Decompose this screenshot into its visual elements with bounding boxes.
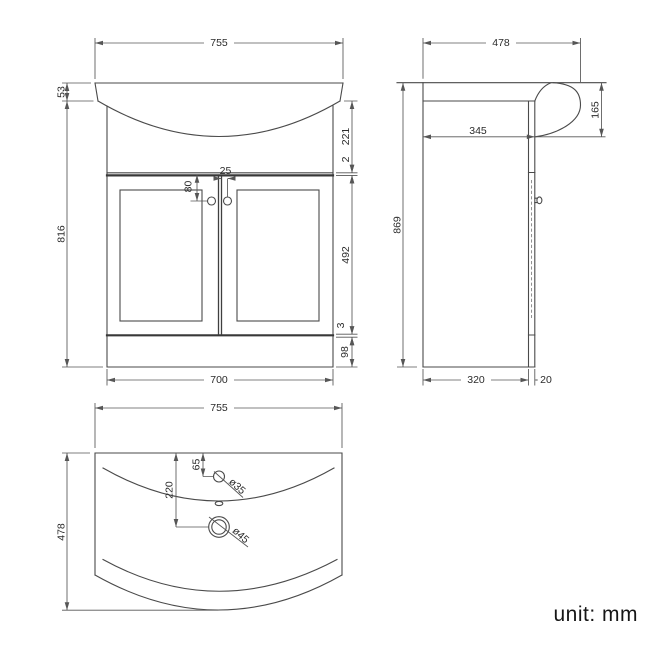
unit-label: unit: mm <box>553 603 638 626</box>
waste-hole-leader <box>208 516 249 548</box>
counter-front-curve <box>94 574 343 611</box>
basin-back-curve <box>102 467 335 502</box>
basin-lip-height-label: 53 <box>56 86 68 98</box>
cabinet-height-label: 816 <box>56 225 68 243</box>
ext-lines <box>62 403 343 611</box>
basin-section-height-label: 221 <box>340 128 352 146</box>
tap-diameter-label: ø35 <box>226 476 248 497</box>
door-height-label: 492 <box>340 246 352 264</box>
tap-hole-leader <box>213 471 244 498</box>
front-view-dimensions: 755 53 816 221 2 492 3 98 700 80 <box>56 37 358 386</box>
overflow-slot <box>214 500 224 507</box>
side-overall-depth-label: 478 <box>492 37 510 49</box>
basin-front-inner-curve <box>102 558 338 592</box>
handle-offset-label: 25 <box>220 165 232 177</box>
top-view: 755 478 65 220 ø35 ø45 <box>56 402 343 611</box>
waste-hole-inner <box>211 519 227 535</box>
top-view-dimensions: 755 478 65 220 ø35 ø45 <box>56 402 343 611</box>
plan-width-label: 755 <box>210 402 228 414</box>
carcass-width-label: 700 <box>210 374 228 386</box>
basin-rim-inner-curve <box>534 81 552 102</box>
handle-drop-label: 80 <box>183 181 195 193</box>
side-view-dimensions: 478 869 345 165 320 20 <box>392 37 606 386</box>
door-center-gap <box>217 175 223 335</box>
counter-outline <box>94 452 343 576</box>
overall-height-label: 869 <box>392 216 404 234</box>
top-view-geometry <box>94 452 343 611</box>
front-view-geometry <box>94 82 344 368</box>
door-thickness-label: 20 <box>540 374 552 386</box>
left-door-panel <box>119 189 203 322</box>
ext-lines <box>397 38 606 386</box>
bottom-gap-label: 3 <box>335 322 347 328</box>
waste-hole-outer <box>208 516 230 538</box>
right-door-knob <box>222 196 233 206</box>
side-view: 478 869 345 165 320 20 <box>392 37 607 386</box>
worktop-depth-label: 345 <box>469 125 487 137</box>
top-gap-label: 2 <box>340 156 352 162</box>
basin-front-curve <box>97 100 341 137</box>
side-view-geometry <box>396 81 607 368</box>
front-overall-width-label: 755 <box>210 37 228 49</box>
door-edge-ticks <box>527 171 536 336</box>
cabinet-sides <box>106 105 334 368</box>
plinth-height-label: 98 <box>339 346 351 358</box>
tap-hole <box>212 470 226 483</box>
basin-front-height-label: 165 <box>590 101 602 119</box>
left-door-knob <box>206 196 217 206</box>
ext-lines <box>62 38 358 386</box>
basin-lip-outline <box>94 82 344 102</box>
right-door-panel <box>236 189 320 322</box>
basin-nose-curve <box>534 82 582 138</box>
side-knob-cap <box>536 196 543 205</box>
front-view: 755 53 816 221 2 492 3 98 700 80 <box>56 37 358 386</box>
plan-depth-label: 478 <box>56 523 68 541</box>
cabinet-depth-label: 320 <box>467 374 485 386</box>
waste-offset-label: 220 <box>164 481 176 499</box>
tap-offset-label: 65 <box>191 459 203 471</box>
waste-diameter-label: ø45 <box>230 525 252 546</box>
